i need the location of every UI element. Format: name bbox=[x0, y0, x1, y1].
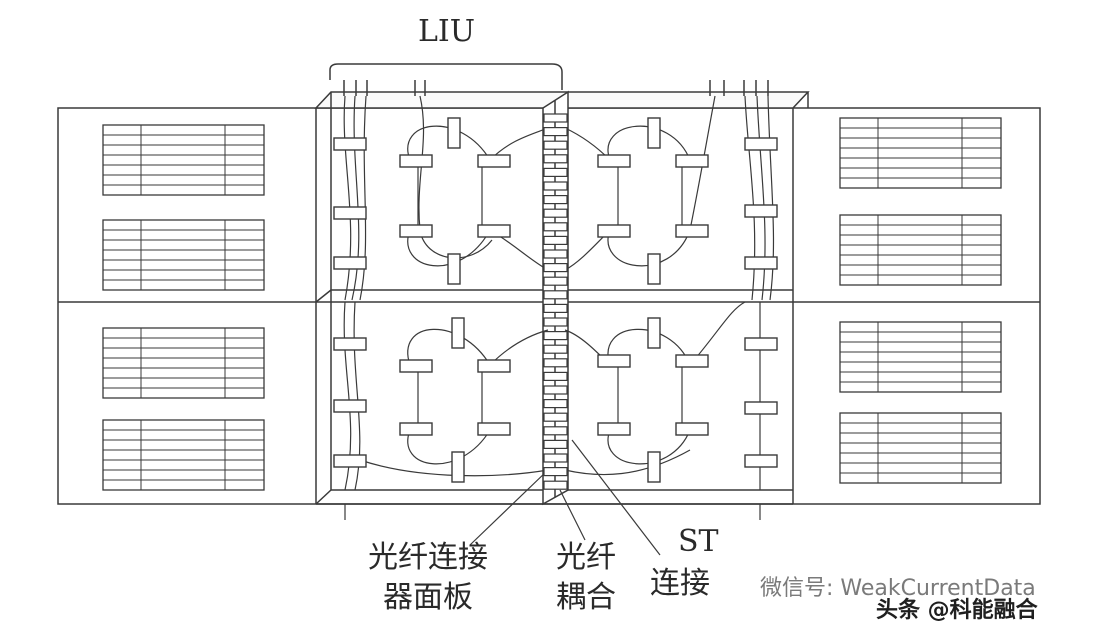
patch-block bbox=[102, 124, 265, 196]
st-connector-vertical bbox=[447, 253, 461, 285]
liu-brace bbox=[329, 63, 563, 90]
st-connector bbox=[477, 359, 511, 373]
st-connector bbox=[333, 454, 367, 468]
fiber-coupler bbox=[543, 113, 568, 123]
st-connector-vertical bbox=[647, 451, 661, 483]
patch-block bbox=[102, 327, 265, 399]
fiber-coupler bbox=[543, 439, 568, 449]
st-connector bbox=[333, 399, 367, 413]
fiber-coupler bbox=[543, 399, 568, 409]
st-connector bbox=[597, 154, 631, 168]
st-connector-label-line1: ST bbox=[678, 524, 719, 559]
fiber-coupler bbox=[543, 126, 568, 137]
st-connector bbox=[399, 154, 433, 168]
fiber-panel-label-line1: 光纤连接 bbox=[368, 540, 488, 575]
wechat-watermark: 微信号: WeakCurrentData bbox=[760, 576, 1036, 601]
st-connector bbox=[675, 224, 709, 238]
fiber-coupler bbox=[543, 208, 568, 218]
st-connector-vertical bbox=[451, 451, 465, 483]
st-connector bbox=[597, 354, 631, 368]
patch-block bbox=[102, 419, 265, 491]
st-connector-vertical bbox=[647, 117, 661, 149]
fiber-coupler bbox=[543, 303, 568, 313]
fiber-coupler bbox=[543, 154, 568, 164]
cable-entry-ticks bbox=[343, 80, 769, 96]
fiber-coupler bbox=[543, 480, 568, 490]
fiber-coupler bbox=[543, 412, 568, 422]
st-connector bbox=[333, 337, 367, 351]
fiber-coupler bbox=[543, 426, 568, 436]
st-connector bbox=[477, 224, 511, 238]
fiber-coupler bbox=[543, 222, 568, 232]
st-connector bbox=[597, 422, 631, 436]
st-connector bbox=[477, 422, 511, 436]
patch-block bbox=[839, 321, 1002, 393]
fiber-coupler-label-line1: 光纤 bbox=[556, 540, 616, 575]
st-connector bbox=[744, 256, 778, 270]
st-connector bbox=[675, 422, 709, 436]
fiber-panel-label-line2: 器面板 bbox=[383, 580, 473, 615]
st-connector bbox=[399, 359, 433, 373]
st-connector bbox=[675, 354, 709, 368]
st-connector bbox=[399, 422, 433, 436]
st-connector bbox=[744, 454, 778, 468]
fiber-coupler bbox=[543, 453, 568, 463]
fiber-coupler bbox=[543, 140, 568, 150]
patch-block bbox=[839, 214, 1002, 286]
st-connector bbox=[477, 154, 511, 168]
fiber-coupler bbox=[543, 276, 568, 286]
st-connector bbox=[744, 401, 778, 415]
fiber-coupler bbox=[543, 385, 568, 395]
fiber-coupler bbox=[543, 167, 568, 177]
fiber-coupler bbox=[543, 467, 568, 477]
st-connector-vertical bbox=[647, 317, 661, 349]
fiber-coupler-label-line2: 耦合 bbox=[556, 580, 616, 615]
st-connector bbox=[399, 224, 433, 238]
st-connector bbox=[744, 337, 778, 351]
fiber-coupler bbox=[543, 331, 568, 341]
fiber-coupler bbox=[543, 358, 568, 368]
patch-block bbox=[839, 412, 1002, 484]
liu-label: LIU bbox=[418, 14, 476, 49]
fiber-coupler bbox=[543, 263, 568, 273]
st-connector bbox=[744, 204, 778, 218]
st-connector bbox=[744, 137, 778, 151]
patch-block bbox=[839, 117, 1002, 189]
fiber-coupler bbox=[543, 181, 568, 191]
fiber-coupler bbox=[543, 371, 568, 381]
st-connector bbox=[597, 224, 631, 238]
toutiao-watermark: 头条 @科能融合 bbox=[876, 598, 1038, 623]
fiber-coupler bbox=[543, 290, 568, 300]
st-connector bbox=[333, 137, 367, 151]
st-connector-vertical bbox=[447, 117, 461, 149]
fiber-coupler bbox=[543, 249, 568, 259]
fiber-coupler bbox=[543, 344, 568, 354]
st-connector bbox=[333, 256, 367, 270]
st-connector bbox=[333, 206, 367, 220]
patch-block bbox=[102, 219, 265, 291]
st-connector-label-line2: 连接 bbox=[650, 566, 710, 601]
st-connector-vertical bbox=[451, 317, 465, 349]
st-connector-vertical bbox=[647, 253, 661, 285]
st-connector bbox=[675, 154, 709, 168]
fiber-coupler bbox=[543, 195, 568, 205]
fiber-coupler bbox=[543, 317, 568, 327]
fiber-coupler bbox=[543, 235, 568, 245]
label-leader-lines bbox=[344, 439, 761, 556]
